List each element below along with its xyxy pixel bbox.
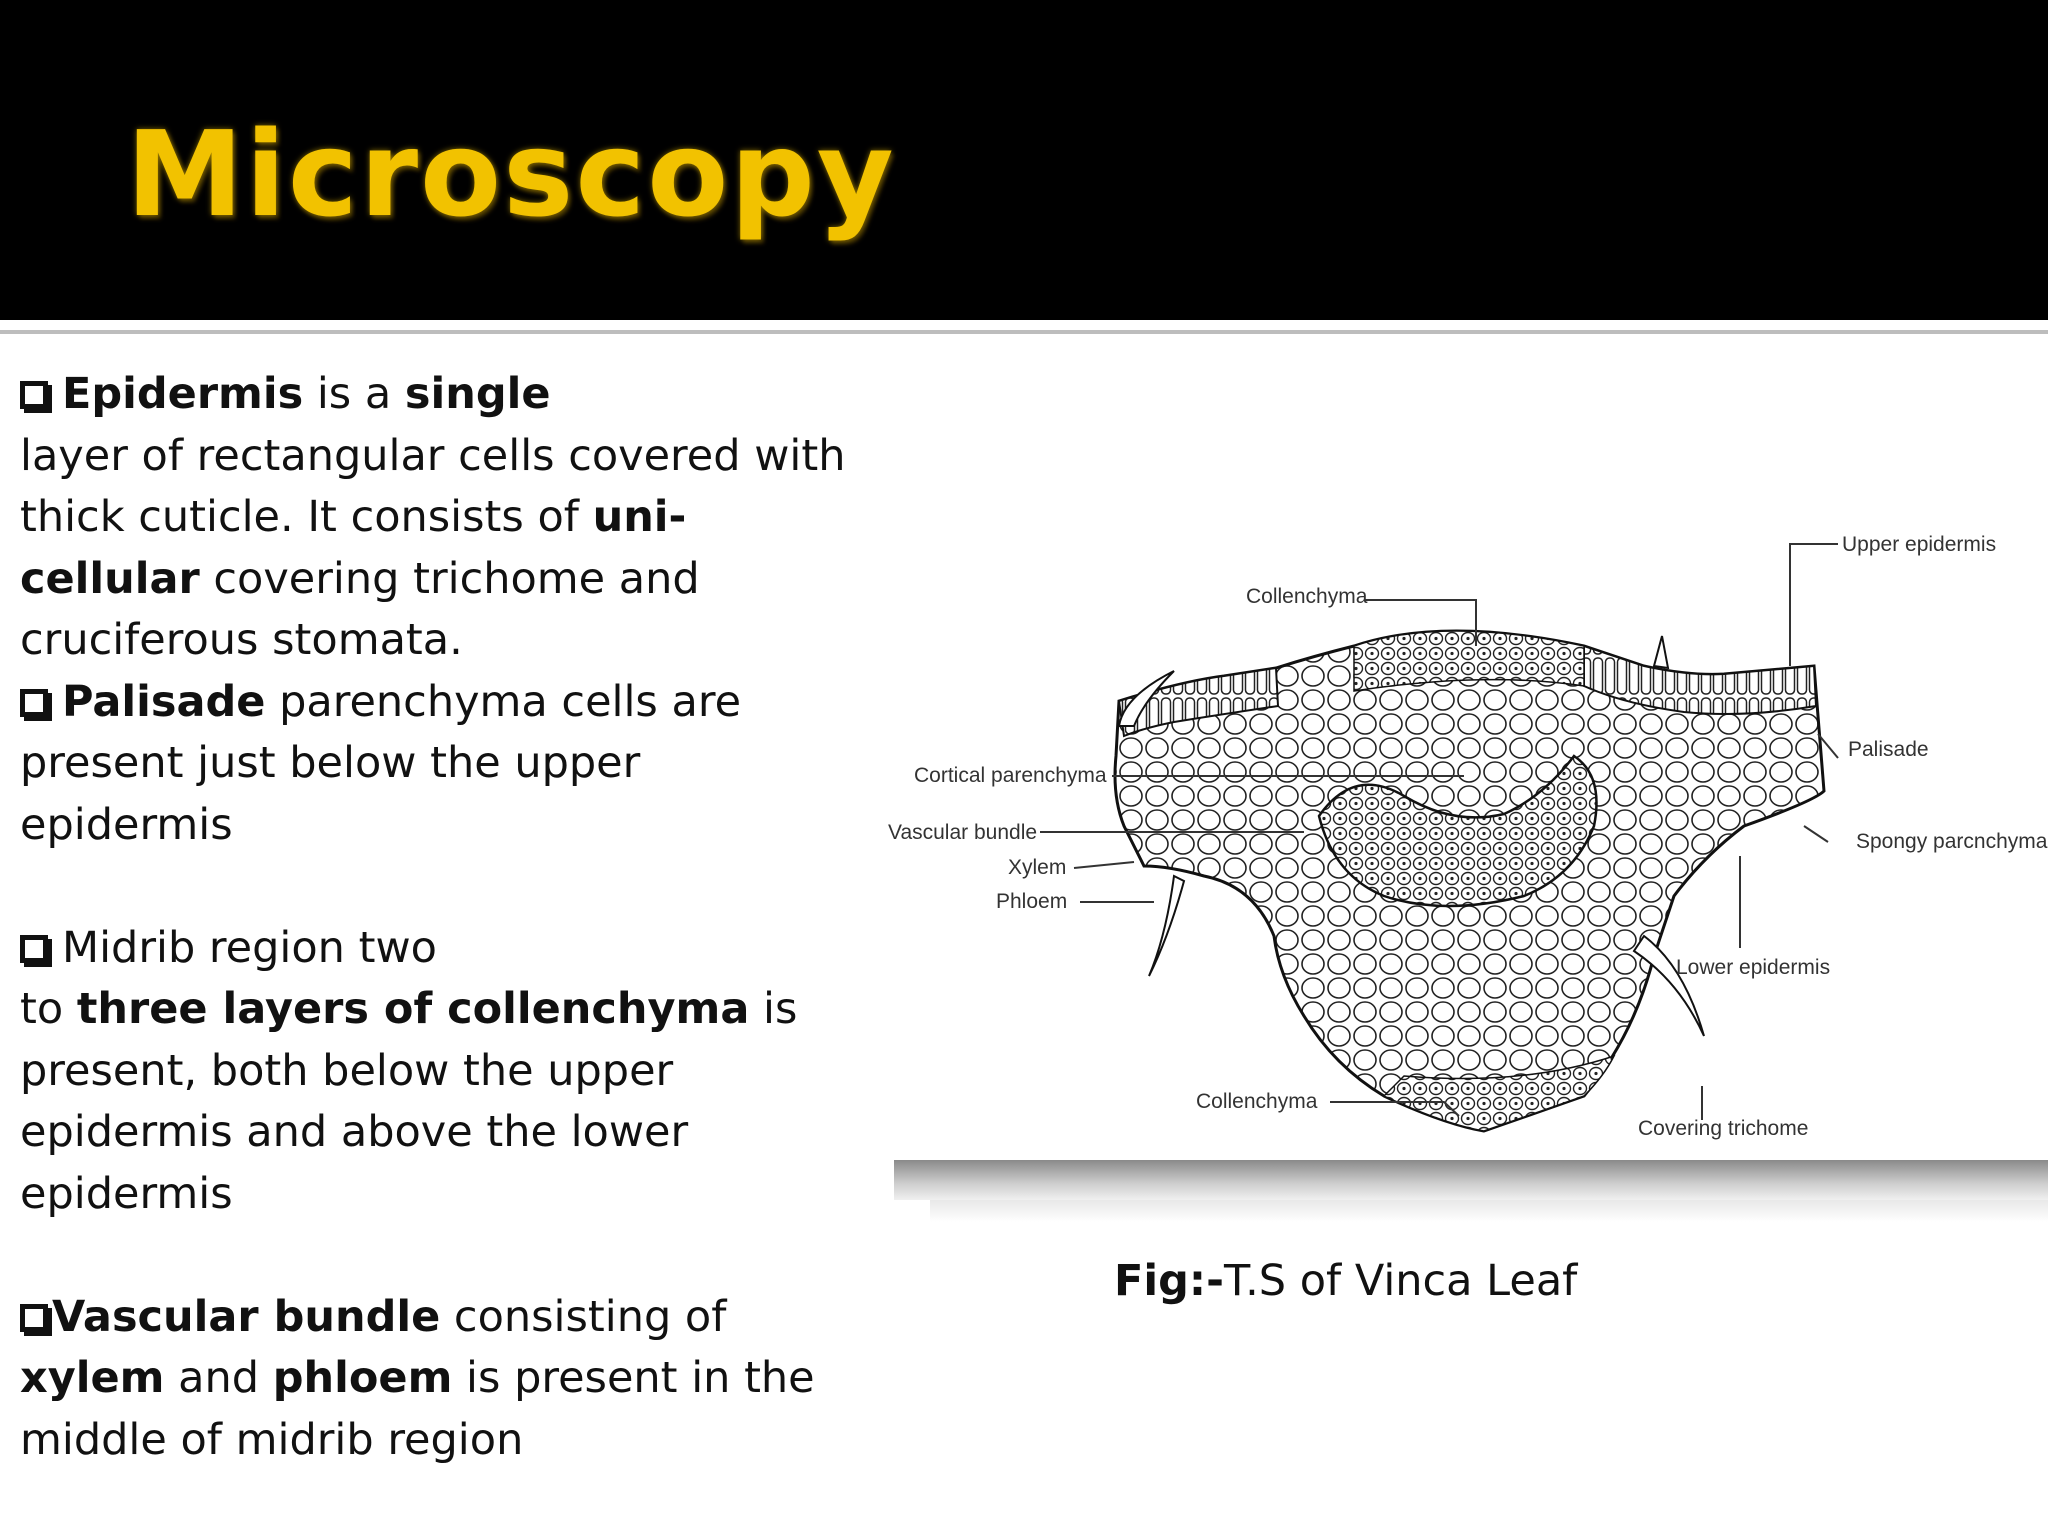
- checkbox-bullet-icon: [20, 934, 48, 963]
- checkbox-bullet-icon: [20, 381, 48, 409]
- figure-caption: Fig:-T.S of Vinca Leaf: [1114, 1256, 1577, 1306]
- upper-collenchyma: [1353, 630, 1585, 692]
- divider-white: [0, 320, 2048, 330]
- bullet-text: consisting of: [440, 1291, 727, 1342]
- bullet-bold: xylem: [20, 1353, 165, 1403]
- bullet-palisade: Palisade parenchyma cells are present ju…: [20, 672, 850, 857]
- caption-prefix: Fig:-: [1114, 1256, 1224, 1306]
- bullet-bold: Epidermis: [62, 369, 304, 419]
- label-collenchyma-top: Collenchyma: [1246, 585, 1368, 608]
- bullet-vascular-bundle: Vascular bundle consisting of xylem and …: [20, 1287, 850, 1472]
- bullet-text: and: [164, 1353, 273, 1403]
- label-covering-trichome: Covering trichome: [1638, 1117, 1808, 1140]
- trichome-left: [1148, 874, 1186, 977]
- bullet-bold: uni-cellular: [20, 492, 687, 604]
- checkbox-bullet-icon: [20, 1303, 48, 1332]
- bullet-text: is present in the middle of midrib regio…: [20, 1353, 815, 1465]
- bullet-text: layer of rectangular cells covered with …: [20, 430, 846, 543]
- bullet-midrib: Midrib region two to three layers of coll…: [20, 918, 850, 1226]
- bullet-list: Epidermis is a single layer of rectangula…: [20, 364, 850, 1471]
- trichome-top-right: [1652, 635, 1670, 670]
- bullet-bold: three layers of collenchyma: [76, 984, 750, 1034]
- label-upper-epidermis: Upper epidermis: [1842, 533, 1996, 556]
- bullet-text: Midrib region two: [62, 922, 437, 973]
- leader-lines: [1040, 543, 1839, 1120]
- bullet-epidermis: Epidermis is a single layer of rectangula…: [20, 364, 850, 672]
- bullet-bold: Palisade: [62, 676, 266, 727]
- bullet-text: to: [20, 984, 77, 1034]
- vascular-bundle: [1317, 754, 1598, 908]
- lower-collenchyma: [1382, 1054, 1616, 1132]
- checkbox-bullet-icon: [20, 688, 48, 717]
- divider-gray: [0, 330, 2048, 334]
- bullet-bold: single: [404, 369, 551, 419]
- figure-bottom-fade: [930, 1200, 2048, 1222]
- bullet-text: is present, both below the upper epiderm…: [20, 984, 798, 1219]
- label-xylem: Xylem: [1008, 856, 1066, 879]
- bullet-text: parenchyma cells are present just below …: [20, 676, 742, 850]
- bullet-bold: Vascular bundle: [52, 1291, 441, 1342]
- label-phloem: Phloem: [996, 890, 1067, 913]
- leaf-section-diagram: Upper epidermis Collenchyma Palisade Cor…: [888, 533, 2048, 1140]
- bullet-bold: phloem: [272, 1353, 453, 1403]
- label-palisade: Palisade: [1848, 738, 1929, 761]
- label-vascular-bundle: Vascular bundle: [888, 821, 1037, 844]
- palisade-right: [1583, 644, 1818, 715]
- figure-diagram: Upper epidermis Collenchyma Palisade Cor…: [884, 496, 2048, 1232]
- label-lower-epidermis: Lower epidermis: [1676, 956, 1830, 979]
- label-cortical-parenchyma: Cortical parenchyma: [914, 764, 1107, 787]
- trichome-top-left: [1117, 670, 1175, 727]
- trichome-right: [1632, 934, 1705, 1037]
- label-spongy-parenchyma: Spongy parcnchyma: [1856, 830, 2048, 853]
- bullet-text: covering trichome and cruciferous stomat…: [20, 553, 700, 666]
- label-collenchyma-bottom: Collenchyma: [1196, 1090, 1318, 1113]
- slide-title: Microscopy: [126, 105, 896, 243]
- figure-bottom-shadow: [894, 1160, 2048, 1200]
- title-bar: Microscopy: [0, 0, 2048, 320]
- bullet-text: is a: [303, 369, 405, 419]
- caption-text: T.S of Vinca Leaf: [1223, 1256, 1578, 1306]
- palisade-left: [1117, 666, 1280, 738]
